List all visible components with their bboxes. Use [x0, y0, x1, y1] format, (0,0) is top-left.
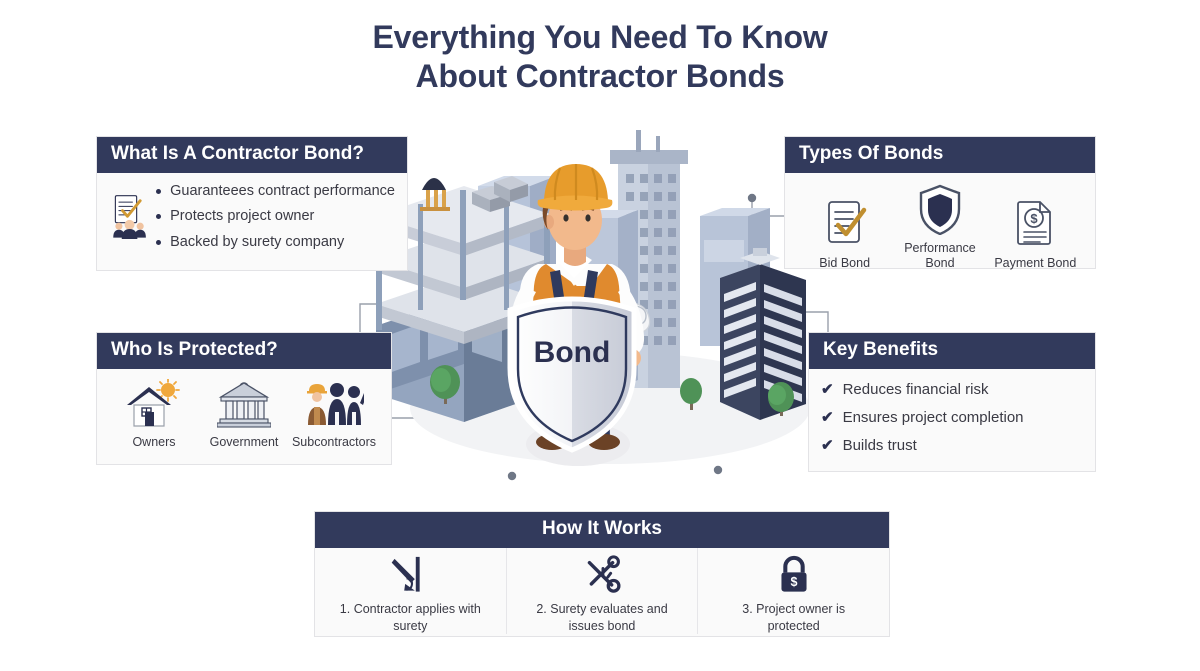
- type-label: Performance Bond: [904, 240, 976, 271]
- sun-icon: [156, 378, 180, 402]
- striped-tower-right: [720, 248, 806, 420]
- document-dollar-icon: $: [1017, 201, 1052, 246]
- hard-hat-icon: [537, 163, 613, 211]
- benefit-label: Builds trust: [842, 436, 917, 454]
- what-is-bullet: Protects project owner: [156, 208, 395, 225]
- protected-item-subcontractors: Subcontractors: [289, 379, 379, 451]
- key-benefits-list: ✔ Reduces financial risk ✔ Ensures proje…: [821, 379, 1083, 455]
- bank-building-icon: [217, 381, 271, 428]
- type-label: Payment Bond: [994, 256, 1077, 271]
- bond-shield: Bond: [507, 296, 637, 453]
- shield-icon: [919, 184, 961, 235]
- panel-types-of-bonds: Types Of Bonds Bid Bond: [784, 136, 1096, 270]
- protected-label: Owners: [132, 434, 176, 449]
- how-it-works-steps: 1. Contractor applies with surety 2. Sur…: [315, 547, 889, 634]
- panel-key-benefits: Key Benefits ✔ Reduces financial risk ✔ …: [808, 332, 1096, 472]
- how-step-label: 3. Project owner is protected: [742, 602, 846, 633]
- tree-right-1: [680, 378, 702, 410]
- type-item-performance-bond: Performance Bond: [892, 183, 987, 272]
- workers-group-icon: [307, 382, 364, 425]
- panel-who-heading: Who Is Protected?: [97, 333, 391, 369]
- page-title: Everything You Need To Know About Contra…: [0, 18, 1200, 96]
- benefit-label: Ensures project completion: [842, 408, 1024, 426]
- panel-who-body: Owners: [97, 369, 391, 461]
- padlock-dollar-icon: $: [781, 555, 807, 592]
- protected-item-owners: Owners: [109, 378, 199, 451]
- signing-pen-icon: [392, 556, 420, 592]
- svg-text:$: $: [790, 575, 797, 589]
- tree-left: [430, 365, 460, 404]
- check-icon: ✔: [821, 408, 834, 426]
- what-is-bullet: Backed by surety company: [156, 234, 395, 251]
- benefit-item: ✔ Ensures project completion: [821, 409, 1083, 427]
- type-label: Bid Bond: [819, 256, 871, 271]
- panel-types-body: Bid Bond Performance Bond $: [785, 173, 1095, 282]
- how-step-label: 2. Surety evaluates and issues bond: [536, 602, 668, 633]
- crossed-keys-icon: [587, 555, 621, 593]
- check-icon: ✔: [821, 436, 834, 454]
- how-step-3: $ 3. Project owner is protected: [697, 547, 889, 634]
- panel-types-heading: Types Of Bonds: [785, 137, 1095, 173]
- type-item-bid-bond: Bid Bond: [797, 198, 892, 272]
- protected-label: Government: [209, 434, 279, 449]
- bond-shield-label: Bond: [534, 336, 611, 369]
- how-step-label: 1. Contractor applies with surety: [339, 602, 481, 633]
- type-item-payment-bond: $ Payment Bond: [988, 198, 1083, 272]
- rooftop-equipment: [420, 176, 528, 212]
- document-check-icon: [827, 201, 866, 244]
- benefit-label: Reduces financial risk: [842, 380, 989, 398]
- panel-benefits-body: ✔ Reduces financial risk ✔ Ensures proje…: [809, 369, 1095, 465]
- protected-label: Subcontractors: [291, 434, 377, 449]
- panel-how-heading: How It Works: [315, 512, 889, 548]
- house-sun-icon: [127, 378, 180, 427]
- panel-what-body: Guaranteees contract performance Protect…: [97, 173, 407, 261]
- central-illustration: Bond: [376, 130, 810, 466]
- benefit-item: ✔ Builds trust: [821, 437, 1083, 455]
- svg-text:$: $: [1031, 211, 1039, 226]
- what-is-bullet: Guaranteees contract performance: [156, 183, 395, 200]
- panel-how-it-works: How It Works 1. Contractor applies with …: [314, 511, 890, 637]
- page-title-line-2: About Contractor Bonds: [415, 58, 785, 95]
- tree-right-2: [768, 382, 794, 416]
- panel-who-is-protected: Who Is Protected?: [96, 332, 392, 465]
- what-is-bullet-list: Guaranteees contract performance Protect…: [156, 183, 395, 251]
- panel-what-is-a-contractor-bond: What Is A Contractor Bond?: [96, 136, 408, 271]
- document-check-people-icon: [113, 195, 146, 239]
- check-icon: ✔: [821, 380, 834, 398]
- how-step-1: 1. Contractor applies with surety: [315, 548, 506, 634]
- benefit-item: ✔ Reduces financial risk: [821, 381, 1083, 399]
- page-title-line-1: Everything You Need To Know: [372, 19, 828, 55]
- protected-item-government: Government: [199, 379, 289, 451]
- panel-benefits-heading: Key Benefits: [809, 333, 1095, 369]
- panel-what-heading: What Is A Contractor Bond?: [97, 137, 407, 173]
- how-step-2: 2. Surety evaluates and issues bond: [505, 547, 698, 634]
